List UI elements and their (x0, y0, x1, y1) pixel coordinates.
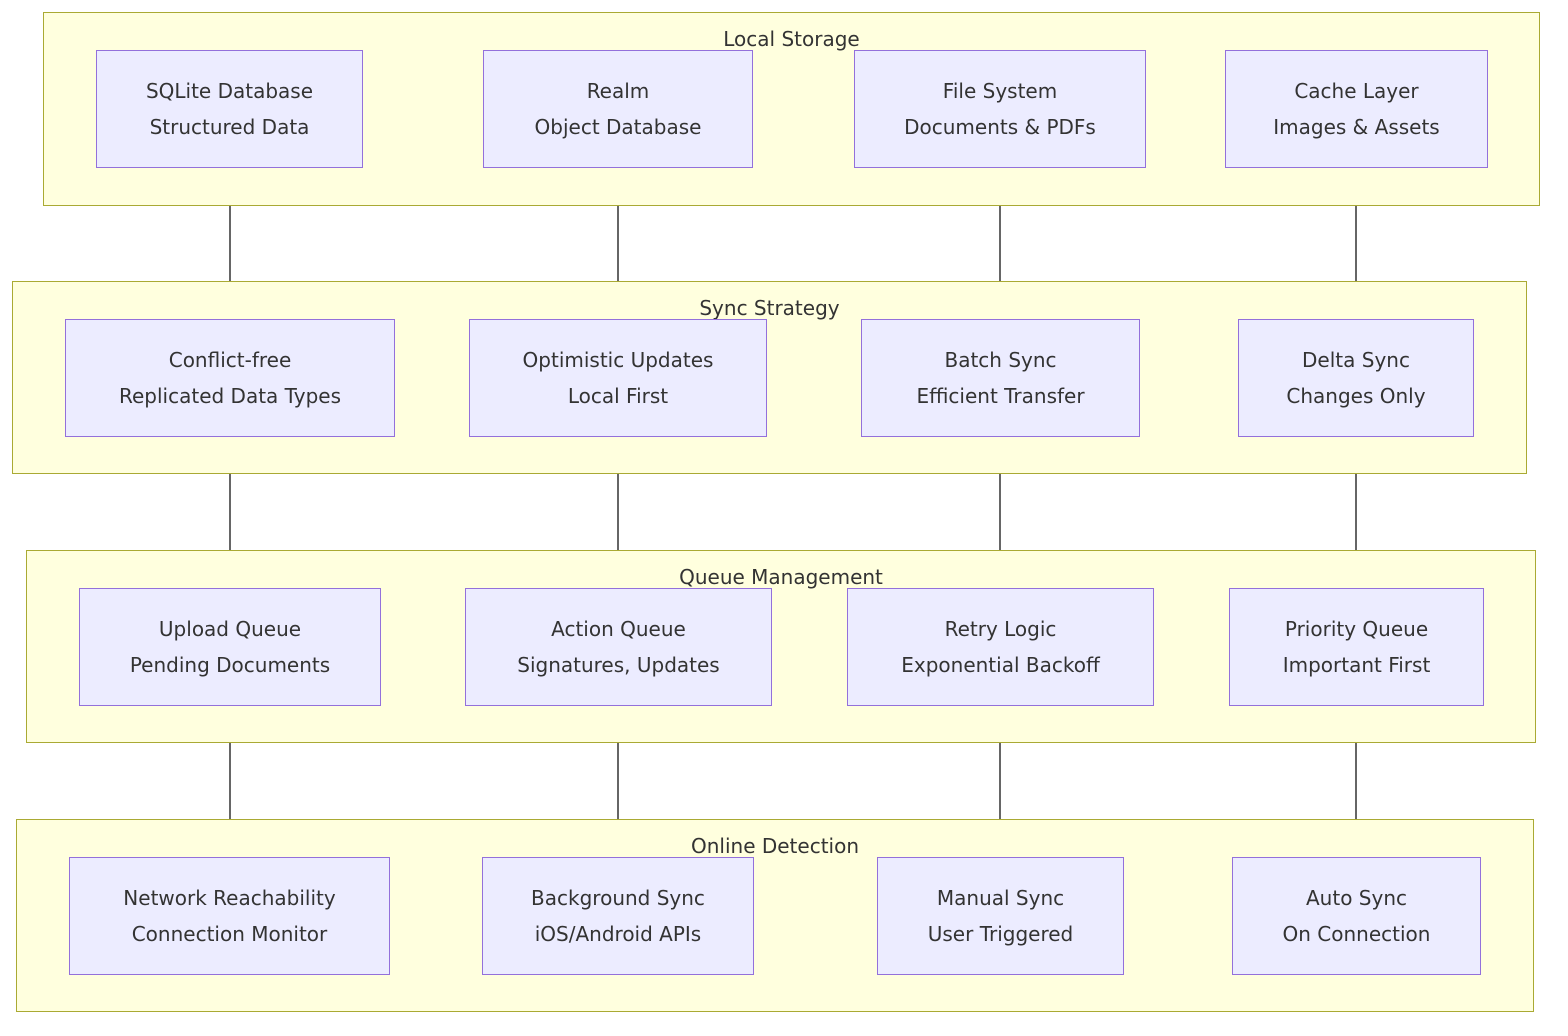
node-subtitle: Signatures, Updates (517, 653, 720, 677)
node-title: Auto Sync (1306, 886, 1407, 910)
node-priority-queue[interactable]: Priority Queue Important First (1229, 588, 1484, 706)
node-subtitle: User Triggered (927, 922, 1074, 946)
node-delta-sync[interactable]: Delta Sync Changes Only (1238, 319, 1474, 437)
node-title: Retry Logic (944, 617, 1057, 641)
node-subtitle: Connection Monitor (131, 922, 328, 946)
node-background-sync[interactable]: Background Sync iOS/Android APIs (482, 857, 754, 975)
node-title: Upload Queue (158, 617, 302, 641)
node-title: Cache Layer (1294, 79, 1419, 103)
node-cache-layer[interactable]: Cache Layer Images & Assets (1225, 50, 1488, 168)
group-title: Sync Strategy (699, 296, 840, 320)
node-title: Network Reachability (123, 886, 336, 910)
node-subtitle: Documents & PDFs (904, 115, 1096, 139)
node-subtitle: iOS/Android APIs (534, 922, 702, 946)
node-sqlite-database[interactable]: SQLite Database Structured Data (96, 50, 363, 168)
node-auto-sync[interactable]: Auto Sync On Connection (1232, 857, 1481, 975)
node-title: Conflict-free (168, 348, 292, 372)
group-title: Local Storage (723, 27, 860, 51)
node-subtitle: Efficient Transfer (916, 384, 1085, 408)
node-title: File System (942, 79, 1058, 103)
node-title: Batch Sync (944, 348, 1057, 372)
node-title: Background Sync (531, 886, 705, 910)
node-batch-sync[interactable]: Batch Sync Efficient Transfer (861, 319, 1140, 437)
node-action-queue[interactable]: Action Queue Signatures, Updates (465, 588, 772, 706)
node-upload-queue[interactable]: Upload Queue Pending Documents (79, 588, 381, 706)
node-subtitle: Images & Assets (1273, 115, 1440, 139)
node-optimistic-updates[interactable]: Optimistic Updates Local First (469, 319, 767, 437)
node-subtitle: Exponential Backoff (901, 653, 1100, 677)
node-subtitle: Changes Only (1286, 384, 1426, 408)
node-subtitle: Pending Documents (129, 653, 331, 677)
node-network-reachability[interactable]: Network Reachability Connection Monitor (69, 857, 390, 975)
group-title: Queue Management (679, 565, 883, 589)
node-file-system[interactable]: File System Documents & PDFs (854, 50, 1146, 168)
node-conflict-free[interactable]: Conflict-free Replicated Data Types (65, 319, 395, 437)
node-title: Manual Sync (936, 886, 1065, 910)
node-title: Action Queue (551, 617, 686, 641)
node-subtitle: Object Database (534, 115, 702, 139)
node-title: SQLite Database (145, 79, 314, 103)
node-title: Priority Queue (1284, 617, 1429, 641)
node-subtitle: Structured Data (149, 115, 310, 139)
node-title: Delta Sync (1302, 348, 1410, 372)
node-retry-logic[interactable]: Retry Logic Exponential Backoff (847, 588, 1154, 706)
node-title: Realm (586, 79, 650, 103)
node-subtitle: Replicated Data Types (118, 384, 342, 408)
node-subtitle: On Connection (1282, 922, 1431, 946)
node-subtitle: Important First (1282, 653, 1431, 677)
group-title: Online Detection (690, 834, 860, 858)
node-realm[interactable]: Realm Object Database (483, 50, 753, 168)
node-subtitle: Local First (567, 384, 669, 408)
node-title: Optimistic Updates (522, 348, 714, 372)
node-manual-sync[interactable]: Manual Sync User Triggered (877, 857, 1124, 975)
